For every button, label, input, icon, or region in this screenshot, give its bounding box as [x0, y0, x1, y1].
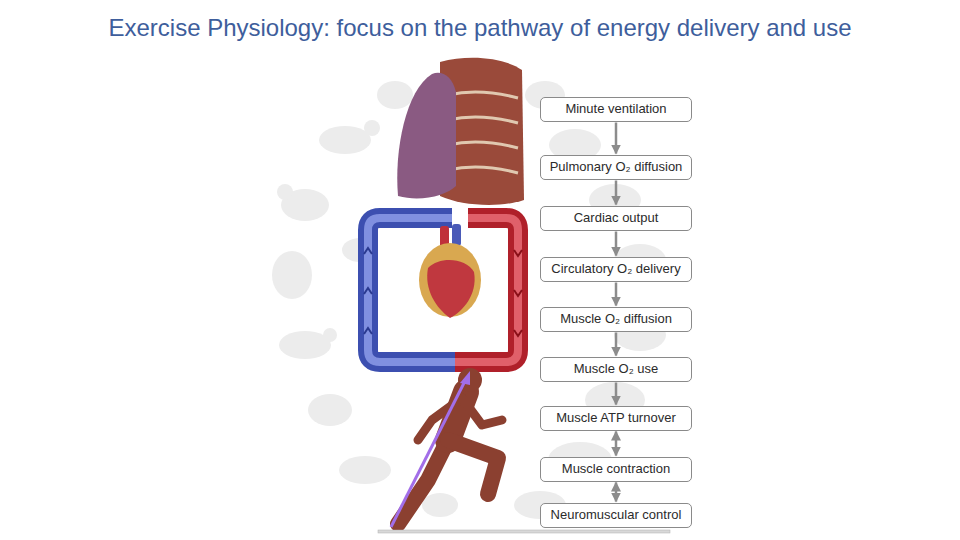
box-label: Minute ventilation: [565, 101, 666, 117]
flow-arrow: [615, 483, 618, 502]
flow-arrow: [615, 432, 618, 456]
flow-chevrons: [514, 250, 522, 336]
animal-silhouette: [308, 394, 352, 426]
runner-arm: [462, 398, 502, 425]
flow-chevron: [364, 328, 372, 334]
animal-silhouette: [422, 493, 458, 517]
flow-arrow: [615, 232, 618, 256]
process-box: Muscle O₂ diffusion: [540, 307, 692, 332]
runner-arm: [418, 398, 462, 440]
process-box: Cardiac output: [540, 206, 692, 231]
heart-ventricle: [427, 260, 474, 318]
process-box: Neuromuscular control: [540, 503, 692, 528]
animal-silhouette: [339, 456, 391, 484]
ground-line: [378, 530, 670, 533]
box-label: Muscle O₂ diffusion: [560, 311, 672, 327]
lung: [397, 73, 456, 199]
animal-silhouette: [272, 251, 312, 299]
box-label: Neuromuscular control: [551, 507, 682, 523]
process-box: Pulmonary O₂ diffusion: [540, 155, 692, 180]
rib: [448, 117, 518, 123]
flow-chevron: [364, 248, 372, 254]
process-box: Circulatory O₂ delivery: [540, 257, 692, 282]
flow-chevron: [514, 330, 522, 336]
process-box: Muscle ATP turnover: [540, 406, 692, 431]
box-label: Muscle contraction: [562, 461, 670, 477]
process-box: Minute ventilation: [540, 97, 692, 122]
title: Exercise Physiology: focus on the pathwa…: [0, 14, 960, 42]
flow-arrow: [615, 283, 618, 306]
flow-chevron: [514, 250, 522, 256]
force-arrowhead: [460, 371, 470, 385]
runner-leg: [398, 440, 448, 524]
box-label: Muscle ATP turnover: [556, 410, 675, 426]
vena-cava: [452, 224, 461, 246]
box-label: Muscle O₂ use: [574, 361, 659, 377]
box-label: Cardiac output: [574, 210, 659, 226]
ribs: [448, 92, 518, 173]
animal-silhouette: [377, 81, 413, 109]
flow-chevron: [364, 288, 372, 294]
box-label: Pulmonary O₂ diffusion: [550, 159, 683, 175]
process-box: Muscle contraction: [540, 457, 692, 482]
flow-arrow: [615, 181, 618, 205]
animal-silhouette: [277, 184, 293, 200]
flow-chevron: [514, 290, 522, 296]
flow-arrow: [615, 123, 618, 154]
rib: [448, 142, 518, 148]
flow-arrow: [615, 383, 618, 405]
runner-leg: [448, 440, 498, 494]
animal-silhouette: [319, 126, 371, 154]
heart: [419, 243, 481, 317]
box-label: Circulatory O₂ delivery: [551, 261, 680, 277]
flow-chevrons: [364, 248, 372, 334]
flow-arrow: [615, 333, 618, 356]
rib: [448, 167, 518, 173]
animal-silhouette: [364, 120, 380, 136]
process-box: Muscle O₂ use: [540, 357, 692, 382]
force-arrow: [391, 381, 465, 527]
rib: [448, 92, 518, 98]
animal-silhouette: [323, 328, 337, 342]
